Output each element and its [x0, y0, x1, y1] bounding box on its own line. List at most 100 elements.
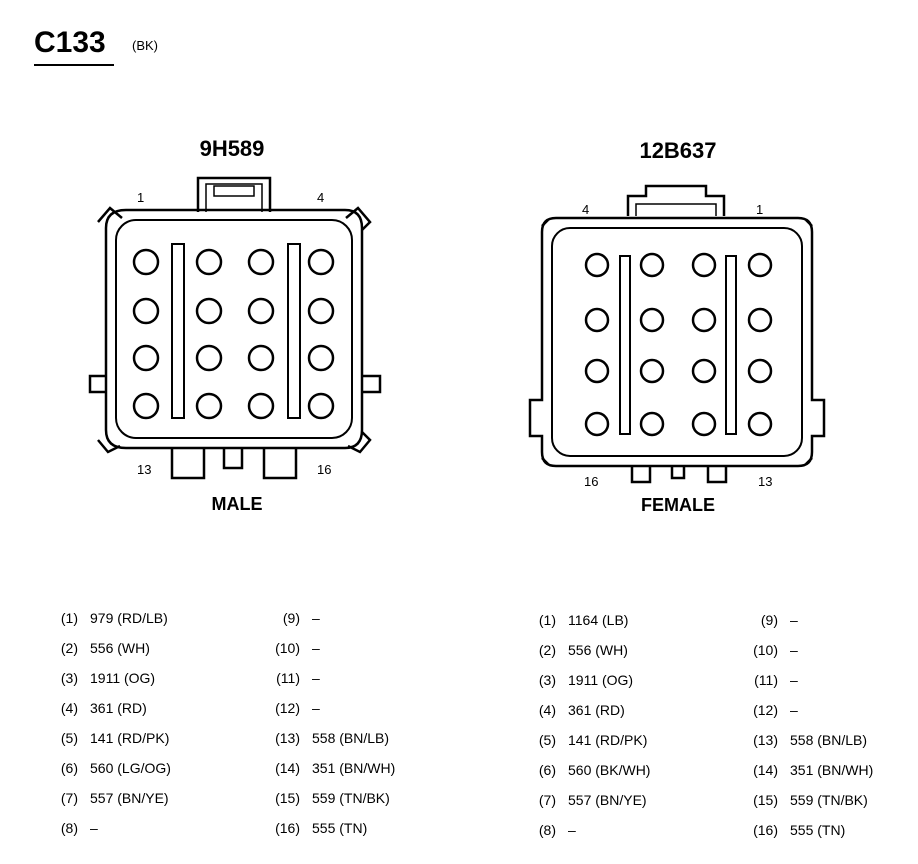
female-pin-number: (13): [753, 732, 778, 748]
male-pin-label-bottom-right: 16: [317, 462, 332, 477]
male-pin-circuit: –: [312, 610, 320, 626]
male-pin-row: (9)–: [262, 610, 320, 626]
male-pin-circuit: –: [312, 700, 320, 716]
female-pin-circuit: –: [568, 822, 576, 838]
male-pin-circuit: –: [90, 820, 98, 836]
female-pin-number: (6): [538, 762, 556, 778]
male-pin-label-top-left: 1: [137, 190, 145, 205]
female-pin-number: (2): [538, 642, 556, 658]
male-pin-row: (5) 141 (RD/PK): [46, 730, 169, 746]
male-pin-circuit: 557 (BN/YE): [90, 790, 169, 806]
female-pin-label-bottom-right: 13: [758, 474, 773, 489]
male-pin-holes: [132, 248, 335, 420]
female-pin-circuit: 558 (BN/LB): [790, 732, 868, 748]
female-pin-circuit: 1164 (LB): [568, 612, 629, 628]
male-pin-row: (6) 560 (LG/OG): [46, 760, 171, 776]
male-pin-row: (15)559 (TN/BK): [262, 790, 390, 806]
female-pin-number: (15): [753, 792, 778, 808]
male-pin-number: (8): [60, 820, 78, 836]
male-pin-row: (4) 361 (RD): [46, 700, 147, 716]
male-pin-circuit: 979 (RD/LB): [90, 610, 168, 626]
female-pin-number: (3): [538, 672, 556, 688]
female-pin-label-top-right: 1: [756, 202, 764, 217]
female-pin-circuit: –: [790, 612, 798, 628]
female-pin-number: (11): [754, 672, 778, 688]
male-pin-circuit: 141 (RD/PK): [90, 730, 170, 746]
female-pin-label-bottom-left: 16: [584, 474, 599, 489]
male-pin-number: (9): [282, 610, 300, 626]
female-pin-row: (12)–: [740, 702, 798, 718]
male-pin-circuit: 361 (RD): [90, 700, 147, 716]
male-pin-circuit: 556 (WH): [90, 640, 150, 656]
male-pin-number: (1): [60, 610, 78, 626]
male-pin-number: (12): [275, 700, 300, 716]
male-pin-number: (10): [275, 640, 300, 656]
female-pin-row: (10)–: [740, 642, 798, 658]
female-part-number: 12B637: [639, 138, 717, 163]
male-pin-row: (8)–: [46, 820, 98, 836]
female-pin-circuit: 555 (TN): [790, 822, 846, 838]
male-pin-number: (13): [275, 730, 300, 746]
male-pin-number: (5): [60, 730, 78, 746]
female-pin-circuit: 556 (WH): [568, 642, 628, 658]
male-label: MALE: [211, 494, 263, 514]
female-pin-number: (16): [753, 822, 778, 838]
male-pin-row: (3) 1911 (OG): [46, 670, 155, 686]
female-pin-row: (15) 559 (TN/BK): [740, 792, 868, 808]
female-pin-row: (14)351 (BN/WH): [740, 762, 873, 778]
male-pin-row: (12)–: [262, 700, 320, 716]
male-pin-circuit: 1911 (OG): [90, 670, 156, 686]
male-connector-outline: [88, 176, 382, 480]
female-pin-number: (1): [538, 612, 556, 628]
female-pin-number: (14): [753, 762, 778, 778]
male-part-number: 9H589: [199, 136, 265, 161]
male-pin-circuit: 351 (BN/WH): [312, 760, 396, 776]
female-pin-row: (2) 556 (WH): [524, 642, 628, 658]
female-pin-holes: [584, 252, 773, 437]
female-pin-circuit: –: [790, 642, 798, 658]
female-pin-number: (12): [753, 702, 778, 718]
male-pin-circuit: 560 (LG/OG): [90, 760, 171, 776]
female-pin-circuit: –: [790, 702, 798, 718]
female-pin-circuit: 557 (BN/YE): [568, 792, 647, 808]
male-pin-row: (10)–: [262, 640, 320, 656]
female-pin-number: (10): [753, 642, 778, 658]
connector-color-code: (BK): [132, 38, 158, 53]
female-pin-row: (6)560 (BK/WH): [524, 762, 651, 778]
female-pin-number: (4): [538, 702, 556, 718]
male-pin-row: (1) 979 (RD/LB): [46, 610, 168, 626]
female-pin-number: (9): [760, 612, 778, 628]
female-pin-number: (5): [538, 732, 556, 748]
female-pin-circuit: –: [790, 672, 798, 688]
female-pin-row: (8)–: [524, 822, 576, 838]
male-pin-number: (6): [60, 760, 78, 776]
female-label: FEMALE: [641, 495, 715, 515]
male-pin-row: (11)–: [262, 670, 320, 686]
male-pin-row: (2) 556 (WH): [46, 640, 150, 656]
female-pin-circuit: 361 (RD): [568, 702, 625, 718]
male-pin-row: (7)557 (BN/YE): [46, 790, 169, 806]
female-pin-row: (13) 558 (BN/LB): [740, 732, 867, 748]
male-pin-number: (4): [60, 700, 78, 716]
male-pin-label-top-right: 4: [317, 190, 325, 205]
male-pin-circuit: –: [312, 670, 320, 686]
female-pin-row: (9)–: [740, 612, 798, 628]
male-pin-row: (14)351 (BN/WH): [262, 760, 395, 776]
female-pin-row: (3)1911 (OG): [524, 672, 633, 688]
female-connector-outline: [528, 184, 826, 484]
female-pin-label-top-left: 4: [582, 202, 590, 217]
male-pin-row: (13) 558 (BN/LB): [262, 730, 389, 746]
female-pin-row: (1) 1164 (LB): [524, 612, 629, 628]
male-pin-row: (16)555 (TN): [262, 820, 367, 836]
female-pin-row: (5)141 (RD/PK): [524, 732, 647, 748]
connector-id: C133: [34, 26, 114, 66]
female-pin-row: (7)557 (BN/YE): [524, 792, 647, 808]
female-pin-row: (4) 361 (RD): [524, 702, 625, 718]
female-pin-circuit: 559 (TN/BK): [790, 792, 868, 808]
male-pin-circuit: 558 (BN/LB): [312, 730, 390, 746]
male-pin-number: (2): [60, 640, 78, 656]
female-pin-row: (11)–: [740, 672, 798, 688]
female-pin-row: (16) 555 (TN): [740, 822, 845, 838]
male-pin-number: (3): [60, 670, 78, 686]
